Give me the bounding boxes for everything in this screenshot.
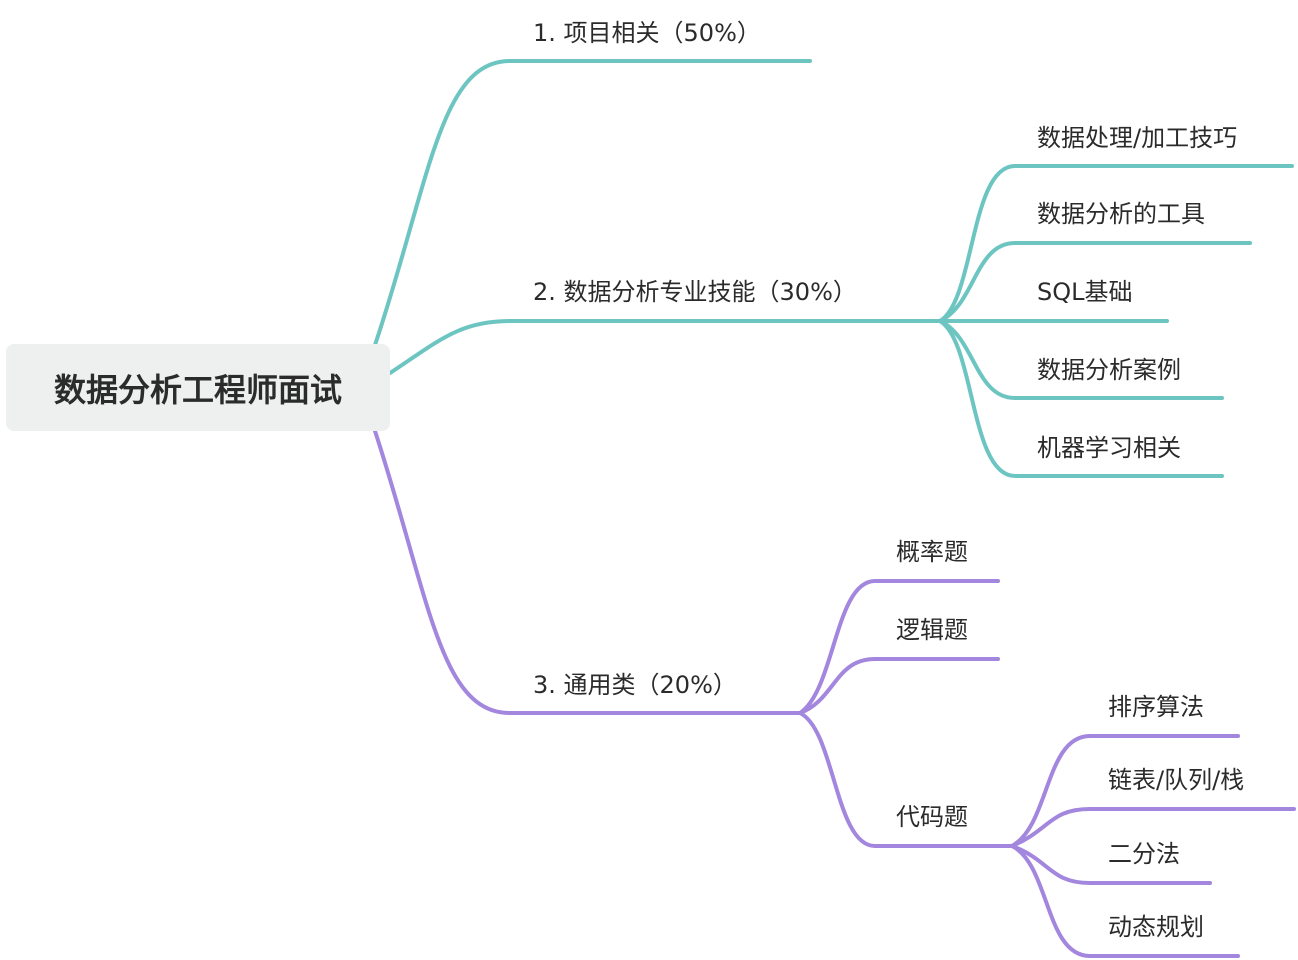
node-code-child[interactable]: 二分法 bbox=[1108, 840, 1180, 868]
root-node[interactable]: 数据分析工程师面试 bbox=[6, 344, 390, 431]
node-b2-child[interactable]: SQL基础 bbox=[1037, 278, 1133, 306]
connector-b3c3-g4 bbox=[1010, 844, 1240, 958]
connector-b2-c2 bbox=[938, 241, 1252, 323]
node-b3-child[interactable]: 概率题 bbox=[896, 538, 968, 566]
connector-branch-2 bbox=[388, 319, 942, 375]
node-code-child[interactable]: 链表/队列/栈 bbox=[1108, 766, 1244, 794]
node-b2-child[interactable]: 机器学习相关 bbox=[1037, 434, 1181, 462]
connector-b3c3-g2 bbox=[1010, 807, 1296, 848]
connector-b2-c4 bbox=[938, 319, 1224, 400]
node-branch-1[interactable]: 1. 项目相关（50%） bbox=[533, 19, 761, 47]
connector-branch-3 bbox=[373, 429, 802, 715]
node-b2-child[interactable]: 数据处理/加工技巧 bbox=[1037, 124, 1237, 152]
node-b3-child[interactable]: 逻辑题 bbox=[896, 616, 968, 644]
connector-b3-c1 bbox=[798, 579, 1000, 715]
root-node-label: 数据分析工程师面试 bbox=[53, 370, 342, 409]
connector-b2-c1 bbox=[938, 164, 1294, 323]
connector-branch-1 bbox=[373, 59, 812, 347]
node-branch-3[interactable]: 3. 通用类（20%） bbox=[533, 671, 737, 699]
connector-b2-c5 bbox=[938, 319, 1224, 478]
connector-b3c3-g3 bbox=[1010, 844, 1212, 885]
connector-b3-c3 bbox=[798, 711, 1014, 848]
node-b2-child[interactable]: 数据分析案例 bbox=[1037, 356, 1181, 384]
node-b3-child[interactable]: 代码题 bbox=[896, 803, 968, 831]
connector-b3-c2 bbox=[798, 657, 1000, 715]
node-code-child[interactable]: 动态规划 bbox=[1108, 913, 1204, 941]
node-code-child[interactable]: 排序算法 bbox=[1108, 693, 1204, 721]
node-branch-2[interactable]: 2. 数据分析专业技能（30%） bbox=[533, 278, 857, 306]
node-b2-child[interactable]: 数据分析的工具 bbox=[1037, 200, 1205, 228]
connector-b3c3-g1 bbox=[1010, 734, 1240, 848]
